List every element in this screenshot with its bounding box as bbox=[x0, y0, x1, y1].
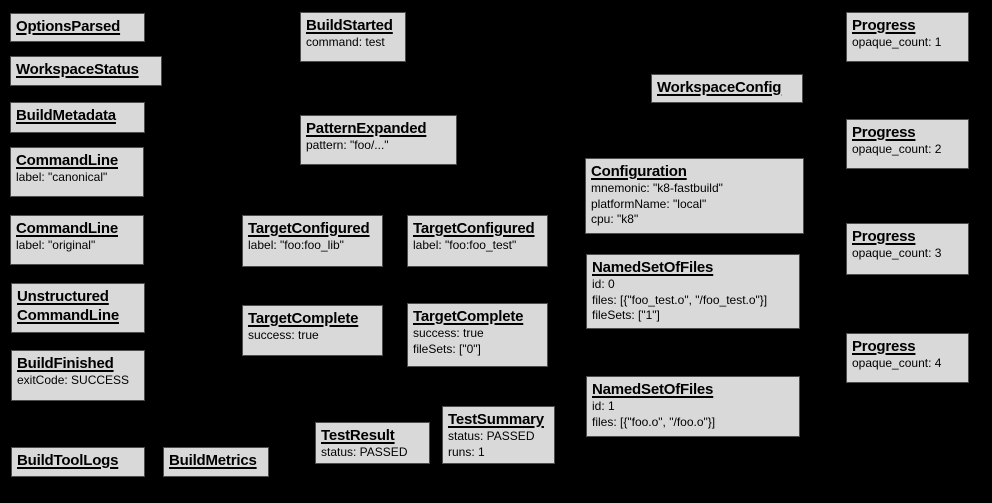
node-title: NamedSetOfFiles bbox=[592, 259, 714, 276]
node-title: TargetComplete bbox=[248, 310, 359, 327]
node-buildmetadata: BuildMetadata bbox=[10, 102, 145, 133]
node-field: opaque_count: 4 bbox=[852, 356, 942, 370]
node-title: Progress bbox=[852, 124, 916, 141]
node-title: BuildStarted bbox=[306, 17, 393, 34]
node-buildtoollogs: BuildToolLogs bbox=[11, 447, 145, 477]
node-progress-3: Progress opaque_count: 3 bbox=[846, 223, 969, 275]
node-title: Progress bbox=[852, 228, 916, 245]
node-field: runs: 1 bbox=[448, 444, 485, 459]
node-workspaceconfig: WorkspaceConfig bbox=[651, 74, 803, 103]
node-testsummary: TestSummary status: PASSED runs: 1 bbox=[442, 406, 555, 464]
node-namedsetoffiles-1: NamedSetOfFiles id: 1 files: [{"foo.o", … bbox=[586, 376, 800, 437]
node-title: BuildToolLogs bbox=[17, 452, 119, 469]
node-title: BuildMetadata bbox=[16, 107, 116, 124]
node-title: Progress bbox=[852, 338, 916, 355]
node-progress-1: Progress opaque_count: 1 bbox=[846, 12, 969, 62]
node-field: label: "foo:foo_lib" bbox=[248, 238, 344, 252]
node-title: TestSummary bbox=[448, 411, 544, 428]
node-title: TargetConfigured bbox=[413, 220, 535, 237]
node-commandline-canonical: CommandLine label: "canonical" bbox=[10, 147, 144, 197]
node-field: command: test bbox=[306, 35, 385, 49]
node-title: WorkspaceStatus bbox=[16, 61, 139, 78]
node-field: opaque_count: 2 bbox=[852, 142, 942, 156]
node-title: Progress bbox=[852, 17, 916, 34]
node-field: id: 0 bbox=[592, 277, 615, 291]
node-field: files: [{"foo_test.o", "/foo_test.o"}] bbox=[592, 292, 768, 307]
node-targetcomplete-lib: TargetComplete success: true bbox=[242, 305, 383, 356]
node-field: opaque_count: 3 bbox=[852, 246, 942, 260]
node-field: platformName: "local" bbox=[591, 196, 707, 211]
node-optionsparsed: OptionsParsed bbox=[10, 13, 145, 42]
node-title: CommandLine bbox=[16, 220, 118, 237]
node-namedsetoffiles-0: NamedSetOfFiles id: 0 files: [{"foo_test… bbox=[586, 254, 800, 329]
node-title: TestResult bbox=[321, 427, 395, 444]
node-field: label: "canonical" bbox=[16, 170, 108, 184]
node-title: WorkspaceConfig bbox=[657, 79, 782, 96]
node-buildfinished: BuildFinished exitCode: SUCCESS bbox=[11, 350, 145, 401]
node-field: success: true bbox=[413, 326, 484, 340]
node-progress-4: Progress opaque_count: 4 bbox=[846, 333, 969, 383]
node-field: fileSets: ["1"] bbox=[592, 308, 660, 322]
node-targetconfigured-foo-test: TargetConfigured label: "foo:foo_test" bbox=[407, 215, 548, 267]
node-field: id: 1 bbox=[592, 399, 615, 413]
node-testresult: TestResult status: PASSED bbox=[315, 422, 430, 464]
node-workspacestatus: WorkspaceStatus bbox=[10, 56, 162, 86]
node-title: BuildMetrics bbox=[169, 452, 257, 469]
node-buildstarted: BuildStarted command: test bbox=[300, 12, 406, 62]
node-field: opaque_count: 1 bbox=[852, 35, 942, 49]
node-commandline-original: CommandLine label: "original" bbox=[10, 215, 144, 265]
node-unstructuredcommandline: Unstructured CommandLine bbox=[11, 283, 145, 333]
node-field: label: "original" bbox=[16, 238, 96, 252]
node-title: Unstructured CommandLine bbox=[17, 288, 119, 324]
node-field: cpu: "k8" bbox=[591, 212, 639, 226]
node-field: status: PASSED bbox=[448, 429, 535, 443]
node-buildmetrics: BuildMetrics bbox=[163, 447, 269, 477]
node-title: Configuration bbox=[591, 163, 687, 180]
node-progress-2: Progress opaque_count: 2 bbox=[846, 119, 969, 169]
node-title: NamedSetOfFiles bbox=[592, 381, 714, 398]
node-field: label: "foo:foo_test" bbox=[413, 238, 517, 252]
node-title: BuildFinished bbox=[17, 355, 114, 372]
node-field: files: [{"foo.o", "/foo.o"}] bbox=[592, 414, 716, 429]
node-title: TargetConfigured bbox=[248, 220, 370, 237]
node-field: fileSets: ["0"] bbox=[413, 341, 481, 356]
node-field: status: PASSED bbox=[321, 445, 408, 459]
node-patternexpanded: PatternExpanded pattern: "foo/..." bbox=[300, 115, 457, 165]
node-title: CommandLine bbox=[16, 152, 118, 169]
node-field: success: true bbox=[248, 328, 319, 342]
node-configuration: Configuration mnemonic: "k8-fastbuild" p… bbox=[585, 158, 804, 234]
node-targetcomplete-test: TargetComplete success: true fileSets: [… bbox=[407, 303, 548, 367]
node-field: exitCode: SUCCESS bbox=[17, 373, 130, 387]
node-targetconfigured-foo-lib: TargetConfigured label: "foo:foo_lib" bbox=[242, 215, 383, 267]
node-title: TargetComplete bbox=[413, 308, 524, 325]
node-field: mnemonic: "k8-fastbuild" bbox=[591, 181, 723, 195]
node-field: pattern: "foo/..." bbox=[306, 138, 389, 152]
node-title: OptionsParsed bbox=[16, 18, 121, 35]
node-title: PatternExpanded bbox=[306, 120, 427, 137]
